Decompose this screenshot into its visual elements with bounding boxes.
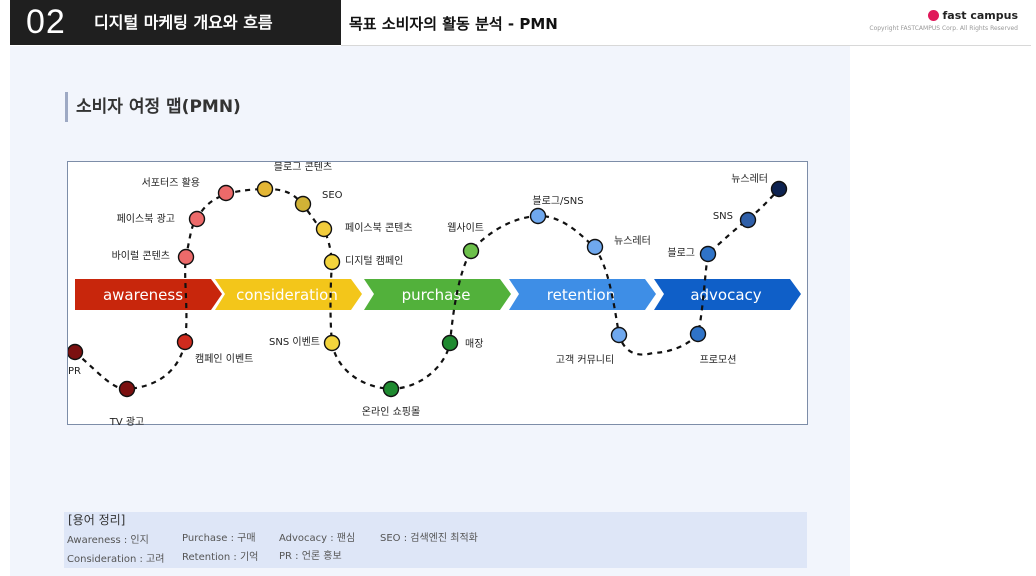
chapter-title: 디지털 마케팅 개요와 흐름 (94, 13, 273, 32)
header-divider (341, 45, 1031, 46)
slide-title: 목표 소비자의 활동 분석 - PMN (349, 15, 558, 33)
term-pr: PR : 언론 홍보 (279, 551, 342, 562)
touchpoint-dot (176, 333, 194, 351)
touchpoint-label: 블로그 콘텐츠 (274, 162, 332, 173)
touchpoint-label: SNS (713, 211, 733, 222)
stage-arrow-retention (509, 279, 656, 310)
brand-block: fast campus Copyright FASTCAMPUS Corp. A… (869, 9, 1018, 32)
touchpoint-dot (699, 245, 717, 263)
touchpoint-label: 페이스북 광고 (117, 213, 175, 225)
touchpoint-label: 고객 커뮤니티 (556, 354, 614, 366)
touchpoint-dot (462, 242, 480, 260)
brand-name: fast campus (942, 9, 1018, 22)
touchpoint-label: SEO (322, 190, 343, 201)
term-awareness: Awareness : 인지 (67, 535, 149, 546)
glossary-title: [용어 정리] (68, 513, 126, 527)
fastcampus-logo-icon (928, 10, 940, 21)
touchpoint-label: 뉴스레터 (614, 235, 651, 247)
stage-arrow-consideration (215, 279, 362, 310)
touchpoint-label: 캠페인 이벤트 (195, 353, 253, 365)
term-retention: Retention : 기억 (182, 552, 259, 563)
term-advocacy: Advocacy : 팬심 (279, 533, 356, 544)
touchpoint-label: 서포터즈 활용 (142, 176, 200, 189)
touchpoint-label: TV 광고 (109, 416, 145, 426)
stage-label-advocacy: advocacy (690, 286, 761, 304)
touchpoint-dot (529, 207, 547, 225)
chapter-number: 02 (26, 3, 66, 41)
touchpoint-dot (68, 343, 84, 361)
touchpoint-dot (256, 180, 274, 198)
touchpoint-dot (770, 180, 788, 198)
stage-label-consideration: consideration (236, 286, 338, 304)
journey-map-diagram: awareness consideration purchase retention a… (67, 161, 808, 426)
touchpoint-dot (441, 334, 459, 352)
stage-arrow-advocacy (654, 279, 801, 310)
term-purchase: Purchase : 구매 (182, 533, 256, 544)
touchpoint-dot (610, 326, 628, 344)
touchpoint-dot (382, 380, 400, 398)
touchpoint-dot (188, 210, 206, 228)
touchpoint-dot (323, 253, 341, 271)
touchpoint-label: SNS 이벤트 (269, 336, 320, 348)
touchpoint-label: 페이스북 콘텐츠 (345, 222, 413, 234)
touchpoint-label: 웹사이트 (447, 222, 484, 234)
glossary-panel: [용어 정리] Awareness : 인지 Consideration : 고… (64, 512, 807, 568)
touchpoint-dot (217, 184, 235, 202)
touchpoint-dot (739, 211, 757, 229)
copyright-text: Copyright FASTCAMPUS Corp. All Rights Re… (869, 25, 1018, 32)
section-accent-bar (65, 92, 68, 122)
touchpoint-label: 블로그 (667, 247, 695, 259)
touchpoint-label: 온라인 쇼핑몰 (362, 406, 420, 418)
touchpoint-label: 뉴스레터 (731, 173, 768, 185)
brand-logo: fast campus (869, 9, 1018, 22)
touchpoint-dot (118, 380, 136, 398)
touchpoint-dot (689, 325, 707, 343)
touchpoint-dot (323, 334, 341, 352)
chapter-header: 02 디지털 마케팅 개요와 흐름 (10, 0, 341, 45)
touchpoint-dot (294, 195, 312, 213)
stage-label-awareness: awareness (103, 286, 183, 304)
stage-arrow-purchase (364, 279, 511, 310)
touchpoint-label: 매장 (465, 338, 483, 350)
touchpoint-dot (177, 248, 195, 266)
touchpoint-label: PR (68, 366, 81, 377)
touchpoint-dot (315, 220, 333, 238)
term-consideration: Consideration : 고려 (67, 554, 165, 565)
touchpoint-label: 프로모션 (700, 354, 737, 366)
stage-label-retention: retention (547, 286, 615, 304)
stage-label-purchase: purchase (402, 286, 471, 304)
touchpoint-label: 바이럴 콘텐츠 (112, 249, 170, 262)
term-seo: SEO : 검색엔진 최적화 (380, 533, 478, 544)
touchpoint-dot (586, 238, 604, 256)
touchpoint-label: 블로그/SNS (532, 195, 583, 207)
touchpoint-label: 디지털 캠페인 (345, 255, 403, 267)
journey-map-svg: awareness consideration purchase retention a… (68, 162, 801, 426)
section-title: 소비자 여정 맵(PMN) (76, 97, 241, 117)
